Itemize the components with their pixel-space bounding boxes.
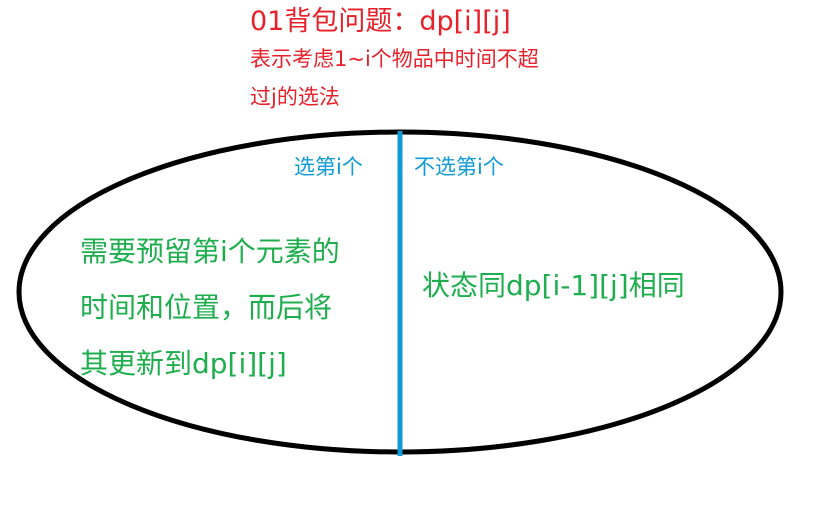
description-line-1: 表示考虑1~i个物品中时间不超	[250, 47, 539, 71]
page-title: 01背包问题：dp[i][j]	[250, 6, 511, 37]
select-branch-label: 选第i个	[294, 155, 363, 179]
description-line-2: 过j的选法	[250, 85, 340, 109]
select-explanation-line-3: 其更新到dp[i][j]	[80, 347, 287, 380]
select-branch-explanation: 需要预留第i个元素的 时间和位置，而后将 其更新到dp[i][j]	[80, 224, 340, 392]
select-explanation-line-2: 时间和位置，而后将	[80, 291, 333, 324]
not-select-branch-explanation: 状态同dp[i-1][j]相同	[422, 269, 685, 302]
not-select-branch-label: 不选第i个	[414, 155, 504, 179]
select-explanation-line-1: 需要预留第i个元素的	[80, 235, 340, 268]
heading-block: 01背包问题：dp[i][j] 表示考虑1~i个物品中时间不超 过j的选法	[250, 4, 539, 116]
